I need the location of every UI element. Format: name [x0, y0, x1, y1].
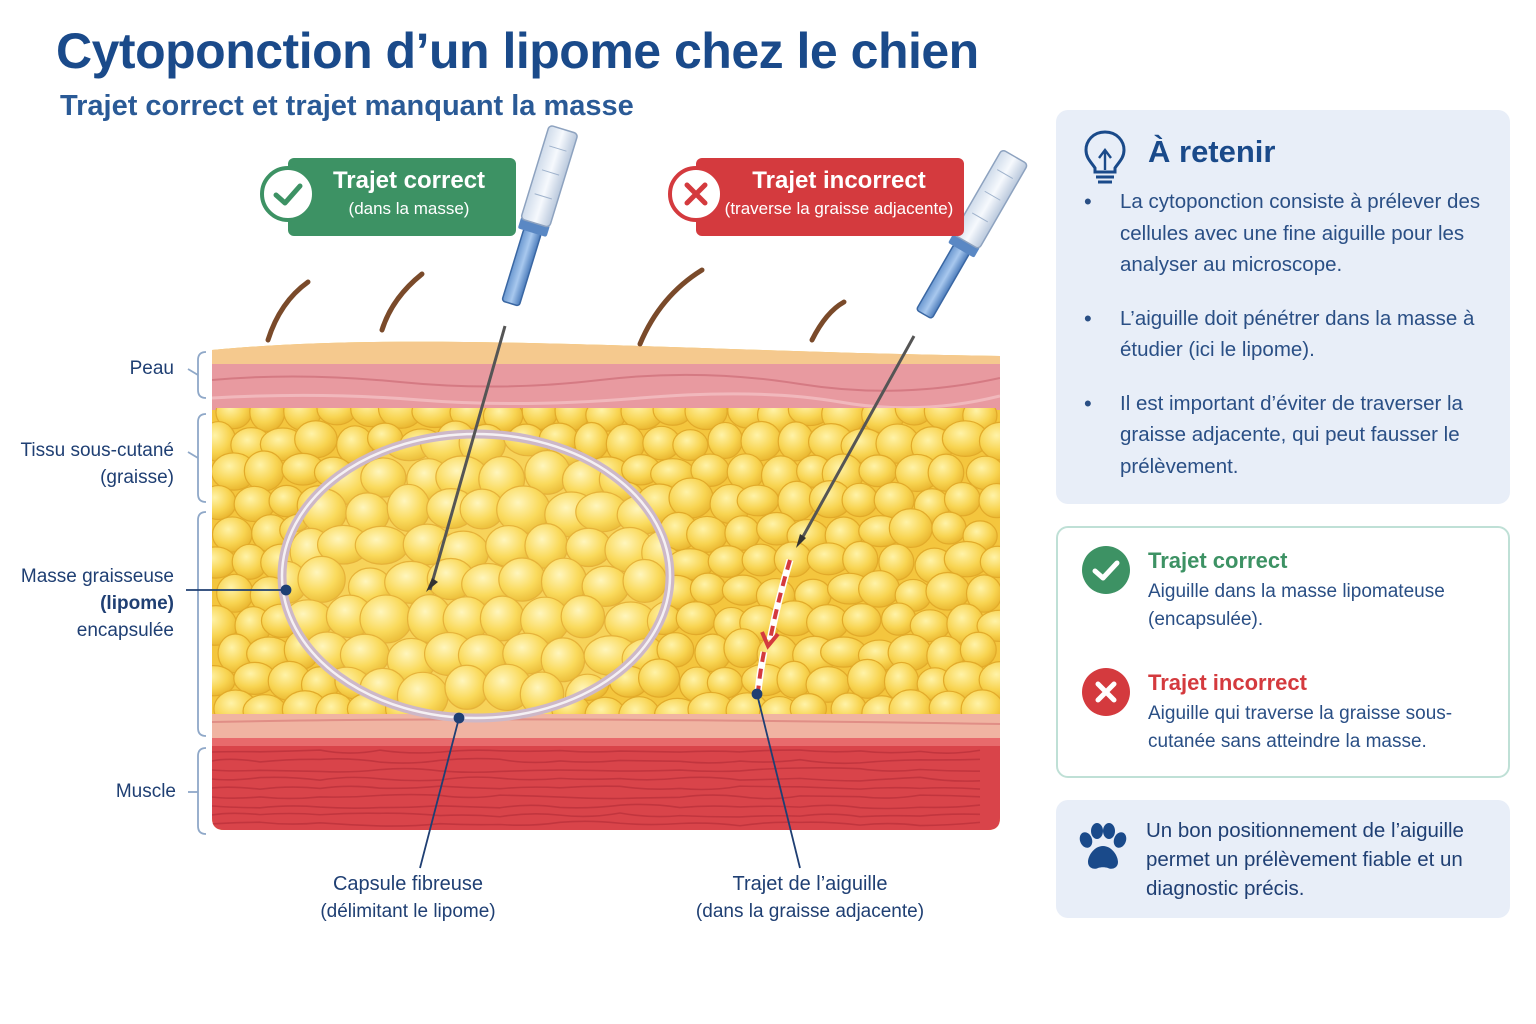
caption-path-title: Trajet de l’aiguille [732, 873, 888, 895]
correct-needle [426, 125, 578, 592]
check-icon [260, 166, 316, 222]
check-icon [1082, 546, 1130, 594]
incorrect-path-badge: Trajet incorrect (traverse la graisse ad… [696, 158, 964, 236]
skin-layer [212, 341, 1000, 366]
legend-correct-title: Trajet correct [1148, 548, 1288, 573]
lipoma-mass [277, 429, 675, 723]
label-mass-line1: Masse graisseuse [20, 566, 174, 587]
legend-incorrect-title: Trajet incorrect [1148, 670, 1307, 695]
skin-hairs [265, 267, 847, 347]
legend-incorrect-desc: Aiguille qui traverse la graisse sous-cu… [1148, 703, 1453, 752]
paw-icon [1079, 823, 1127, 869]
cross-icon [1082, 668, 1130, 716]
tissue-cross-section [186, 125, 1028, 869]
caption-path-sub: (dans la graisse adjacente) [695, 901, 925, 922]
incorrect-badge-title: Trajet incorrect [752, 167, 926, 194]
tip-panel: Un bon positionnement de l’aiguille perm… [1056, 800, 1510, 918]
label-muscle-text: Muscle [115, 781, 176, 802]
legend-incorrect: Trajet incorrect Aiguille qui traverse l… [1148, 670, 1498, 756]
label-subcut-line2: (graisse) [100, 467, 174, 488]
label-subcut-line1: Tissu sous-cutané [20, 440, 174, 461]
key-points-panel: À retenir La cytoponction consiste à pré… [1056, 110, 1510, 504]
dermis-layer [212, 364, 1000, 410]
legend-correct: Trajet correct Aiguille dans la masse li… [1148, 548, 1498, 634]
caption-needle-path: Trajet de l’aiguille (dans la graisse ad… [660, 870, 960, 926]
legend-correct-desc: Aiguille dans la masse lipomateuse (enca… [1148, 581, 1445, 630]
label-muscle: Muscle [116, 778, 176, 805]
correct-badge-sub: (dans la masse) [348, 199, 470, 218]
leader-lines [186, 584, 801, 869]
label-skin-text: Peau [129, 358, 174, 379]
lightbulb-icon [1084, 130, 1126, 184]
label-skin: Peau [130, 355, 174, 382]
list-item: La cytoponction consiste à prélever des … [1080, 186, 1490, 281]
label-mass: Masse graisseuse (lipome) encapsulée [21, 563, 174, 644]
key-points-heading: À retenir [1148, 134, 1276, 169]
correct-badge-title: Trajet correct [332, 167, 486, 194]
page-title: Cytoponction d’un lipome chez le chien [56, 23, 979, 79]
incorrect-badge-sub: (traverse la graisse adjacente) [724, 199, 954, 218]
trajets-legend-panel: Trajet correct Aiguille dans la masse li… [1056, 526, 1510, 778]
caption-capsule: Capsule fibreuse (délimitant le lipome) [270, 870, 546, 926]
incorrect-needle [754, 149, 1028, 693]
page-subtitle: Trajet correct et trajet manquant la mas… [60, 90, 634, 122]
caption-capsule-title: Capsule fibreuse [332, 873, 484, 895]
label-mass-line2: (lipome) [100, 593, 174, 614]
list-item: L’aiguille doit pénétrer dans la masse à… [1080, 303, 1490, 366]
key-points-list: La cytoponction consiste à prélever des … [1080, 186, 1490, 504]
cross-icon [668, 166, 724, 222]
tip-text: Un bon positionnement de l’aiguille perm… [1146, 819, 1464, 900]
caption-capsule-sub: (délimitant le lipome) [320, 901, 496, 922]
label-subcutaneous: Tissu sous-cutané (graisse) [21, 437, 174, 491]
correct-path-badge: Trajet correct (dans la masse) [288, 158, 516, 236]
layer-brackets [187, 351, 207, 835]
list-item: Il est important d’éviter de traverser l… [1080, 388, 1490, 483]
label-mass-line3: encapsulée [76, 620, 174, 641]
